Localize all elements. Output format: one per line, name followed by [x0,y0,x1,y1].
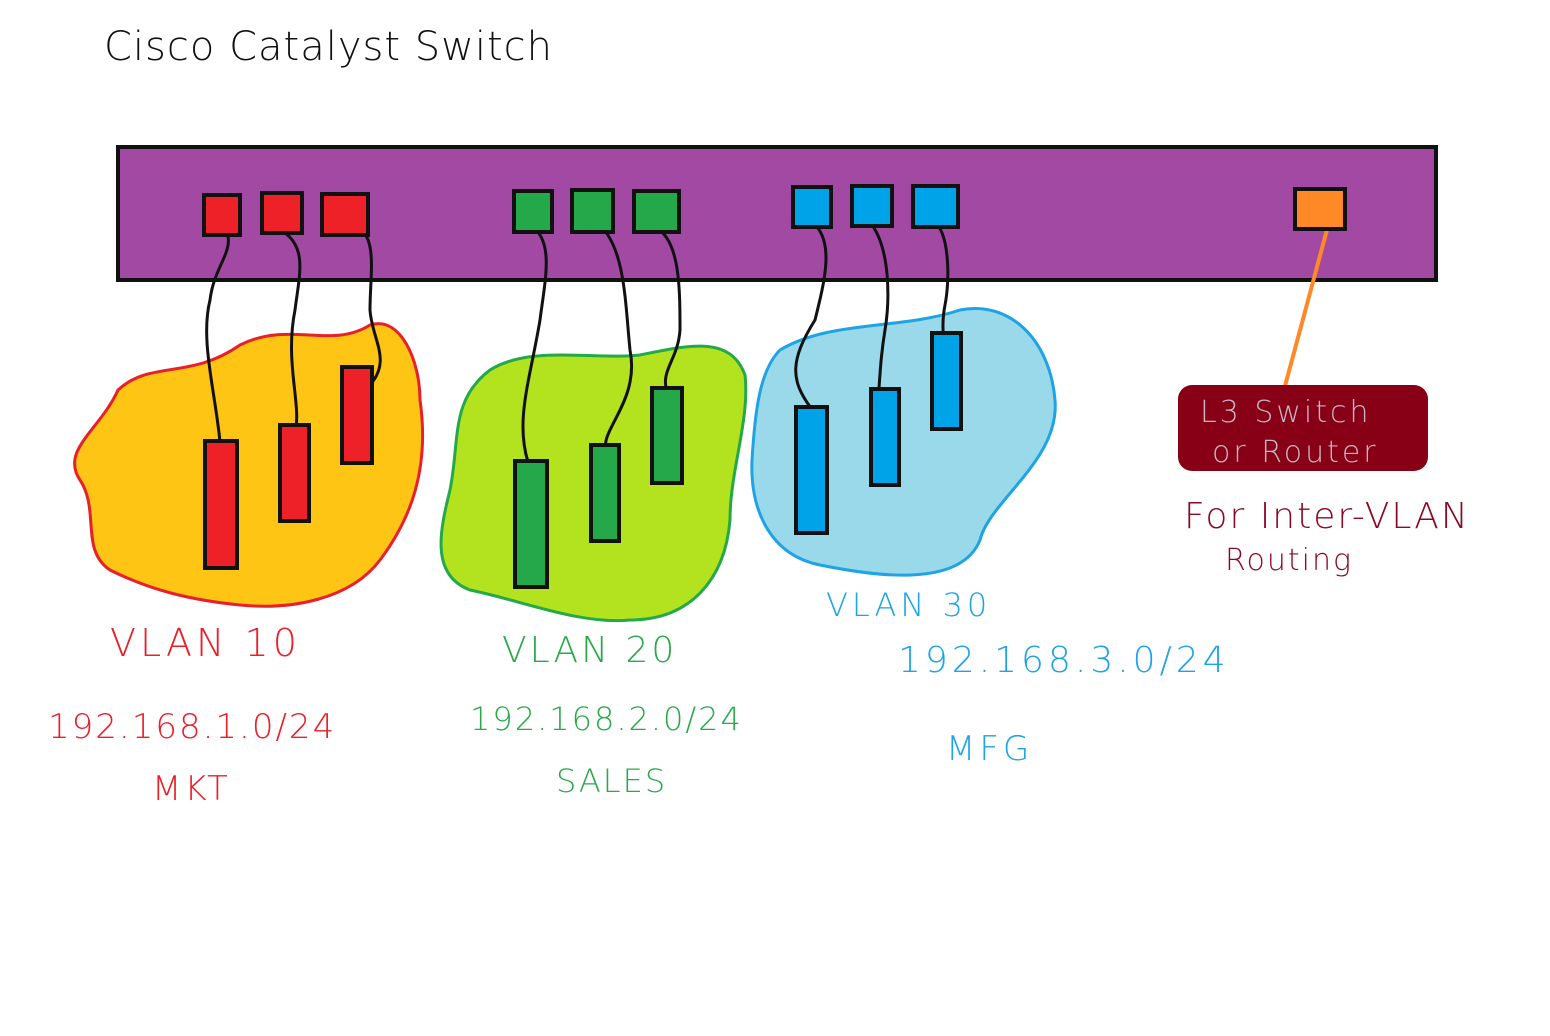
diagram-title: Cisco Catalyst Switch [104,24,553,70]
host-vlan30-3 [930,331,963,431]
note-line1: For Inter-VLAN [1184,496,1470,537]
vlan20-name: VLAN 20 [502,630,677,671]
vlan10-subnet: 192.168.1.0/24 [48,707,336,747]
port-vlan10-1 [202,193,242,237]
host-vlan20-1 [513,459,549,589]
vlan30-dept: MFG [946,729,1033,769]
port-vlan20-3 [632,189,681,234]
host-vlan10-3 [340,365,374,465]
vlan30-subnet: 192.168.3.0/24 [898,640,1230,681]
cable-vlan20-1 [521,223,548,464]
host-vlan30-1 [794,405,829,535]
port-vlan30-2 [850,184,894,228]
host-vlan30-2 [869,387,901,487]
port-vlan30-1 [791,185,833,229]
cable-vlan10-2 [268,223,302,430]
port-trunk [1293,187,1347,231]
note-line2: Routing [1225,543,1353,578]
vlan10-dept: MKT [152,769,231,809]
port-vlan10-3 [320,192,370,237]
vlan20-dept: SALES [556,762,667,800]
switch-chassis [116,145,1438,282]
vlan20-subnet: 192.168.2.0/24 [470,700,743,738]
switch-ports [202,184,1347,237]
host-vlan10-2 [278,423,311,523]
router-label-line2: or Router [1212,435,1379,470]
trunk-link [1283,224,1330,388]
port-vlan30-3 [911,184,960,229]
cable-vlan30-1 [794,220,828,410]
router-label-line1: L3 Switch [1200,395,1372,430]
router-box [1178,385,1428,471]
host-vlan10-1 [203,439,239,570]
port-vlan20-1 [512,189,554,234]
vlan10-cloud [73,322,425,608]
cable-vlan30-2 [870,223,890,416]
hosts [203,331,963,589]
vlan30-name: VLAN 30 [826,586,991,624]
port-vlan20-2 [570,188,615,234]
cable-vlan20-3 [654,226,682,394]
cable-vlan20-2 [598,223,634,452]
host-vlan20-2 [589,443,621,543]
vlan10-name: VLAN 10 [110,621,301,665]
host-vlan20-3 [650,386,684,485]
cable-vlan10-1 [205,218,230,444]
port-vlan10-2 [260,191,304,235]
